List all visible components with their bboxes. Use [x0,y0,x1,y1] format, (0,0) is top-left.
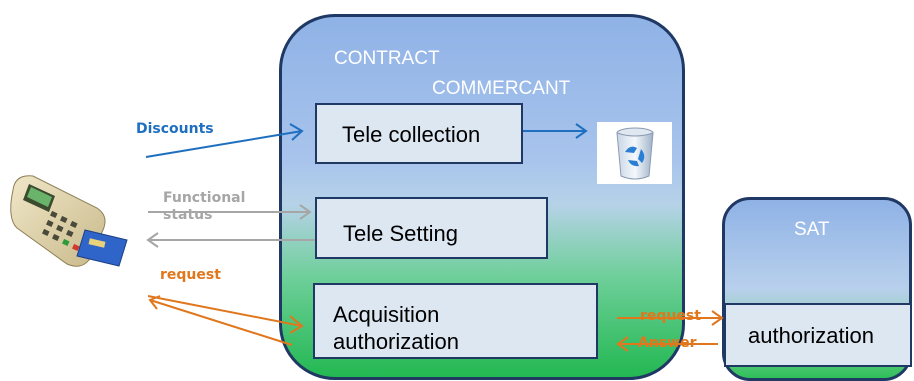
functional-label-line2: status [163,207,213,223]
tele-setting-box: Tele Setting [315,197,548,259]
contract-title-line2: COMMERCANT [432,78,571,99]
request-label: request [160,267,221,283]
sat-request-label: request [640,308,701,324]
setting-return-arrow [146,232,315,248]
acquisition-authorization-box: Acquisition authorization [313,283,598,359]
discounts-arrow [145,123,304,158]
tele-collection-label: Tele collection [342,122,481,147]
discounts-label: Discounts [136,121,214,137]
sat-title: SAT [794,219,830,240]
acquisition-label-line1: Acquisition [333,302,440,327]
sat-answer-arrow [616,336,718,352]
authorization-label: authorization [748,323,874,348]
acquisition-label-line2: authorization [333,329,459,354]
contract-title-line1: CONTRACT [334,48,440,69]
authorization-box: authorization [724,303,912,367]
recycle-bin-icon [597,122,672,184]
sat-request-arrow [617,310,724,326]
tele-collection-box: Tele collection [315,103,523,164]
tele-setting-label: Tele Setting [343,221,458,246]
functional-status-arrow [148,204,312,220]
response-arrow [148,295,293,346]
collection-to-bin-arrow [523,123,588,139]
answer-label: Answer [638,335,697,351]
request-arrow [147,295,304,334]
functional-label-line1: Functional [163,190,246,206]
payment-terminal-icon [5,160,135,270]
